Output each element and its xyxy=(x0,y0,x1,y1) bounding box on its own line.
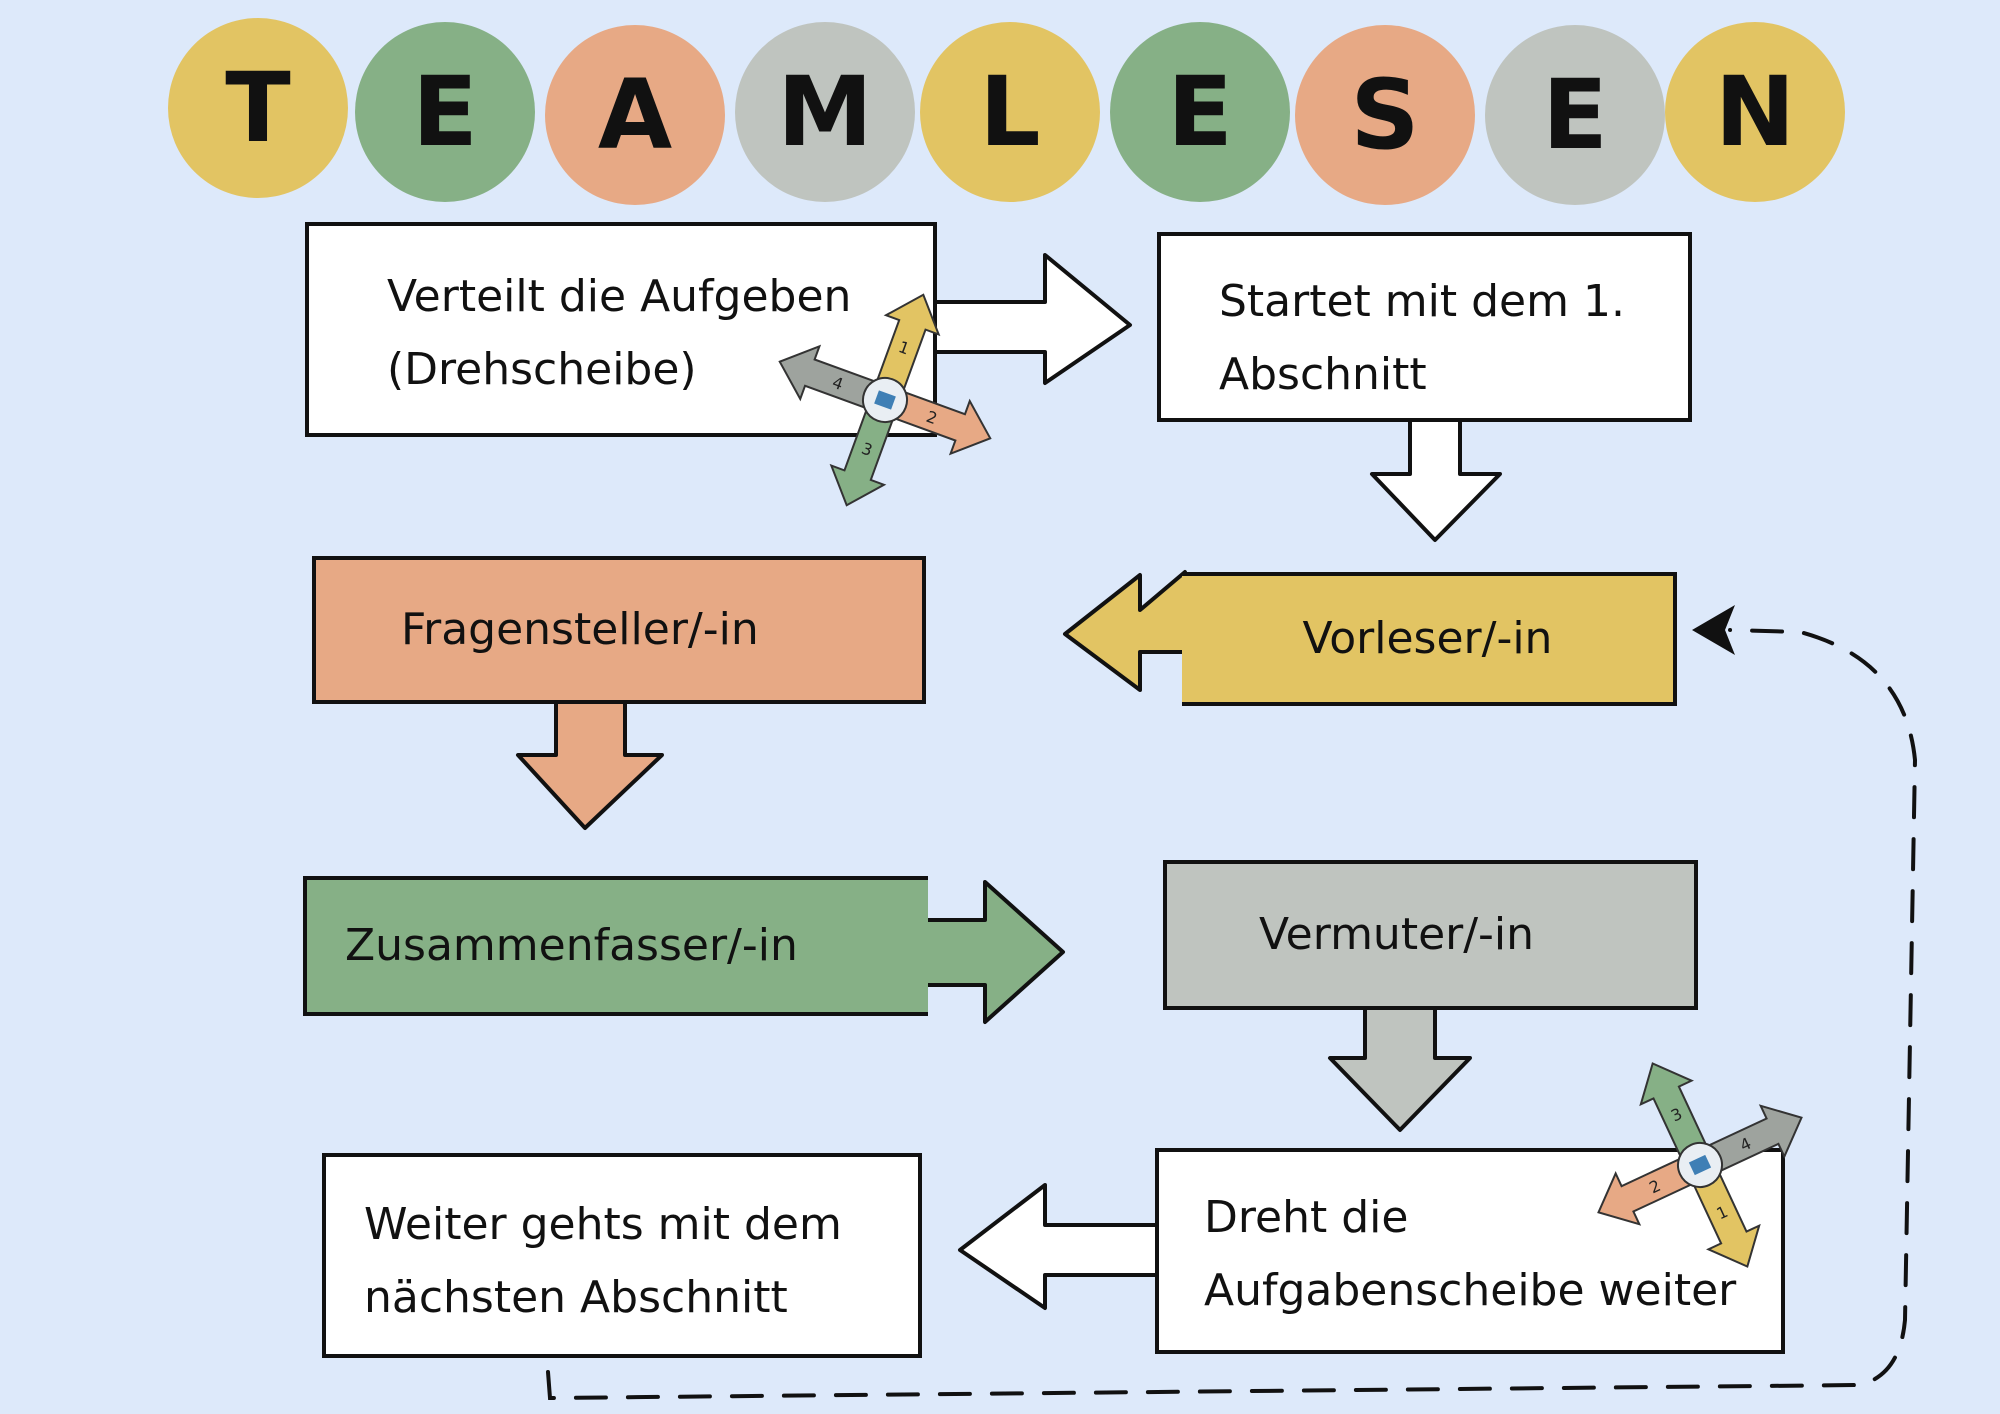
title-letter: E xyxy=(355,22,535,202)
loop-dashed-line xyxy=(546,628,1918,1401)
arrow-right-1 xyxy=(933,253,1132,385)
arrow-down-3 xyxy=(1328,1003,1472,1132)
arrow-left-vorleser xyxy=(1063,570,1187,692)
title-letter: A xyxy=(545,25,725,205)
step-verteilt: Verteilt die Aufgeben (Drehscheibe) xyxy=(305,222,937,437)
title-row: T E A M L E S E N xyxy=(0,0,2000,220)
role-vermuter: Vermuter/-in xyxy=(1163,860,1698,1010)
arrow-right-2 xyxy=(923,880,1065,1024)
loop-arrowhead xyxy=(1692,605,1735,655)
title-letter: E xyxy=(1110,22,1290,202)
arrow-down-2 xyxy=(516,698,664,830)
role-fragensteller: Fragensteller/-in xyxy=(312,556,926,704)
arrow-down-1 xyxy=(1370,418,1502,542)
title-letter: E xyxy=(1485,25,1665,205)
title-letter: T xyxy=(168,18,348,198)
role-zusammenfasser: Zusammenfasser/-in xyxy=(303,876,928,1016)
title-letter: L xyxy=(920,22,1100,202)
title-letter: S xyxy=(1295,25,1475,205)
step-startet: Startet mit dem 1. Abschnitt xyxy=(1157,232,1692,422)
arrow-left-2 xyxy=(958,1183,1162,1310)
step-weiter: Weiter gehts mit dem nächsten Abschnitt xyxy=(322,1153,922,1358)
title-letter: M xyxy=(735,22,915,202)
title-letter: N xyxy=(1665,22,1845,202)
role-vorleser: Vorleser/-in xyxy=(1182,572,1677,706)
